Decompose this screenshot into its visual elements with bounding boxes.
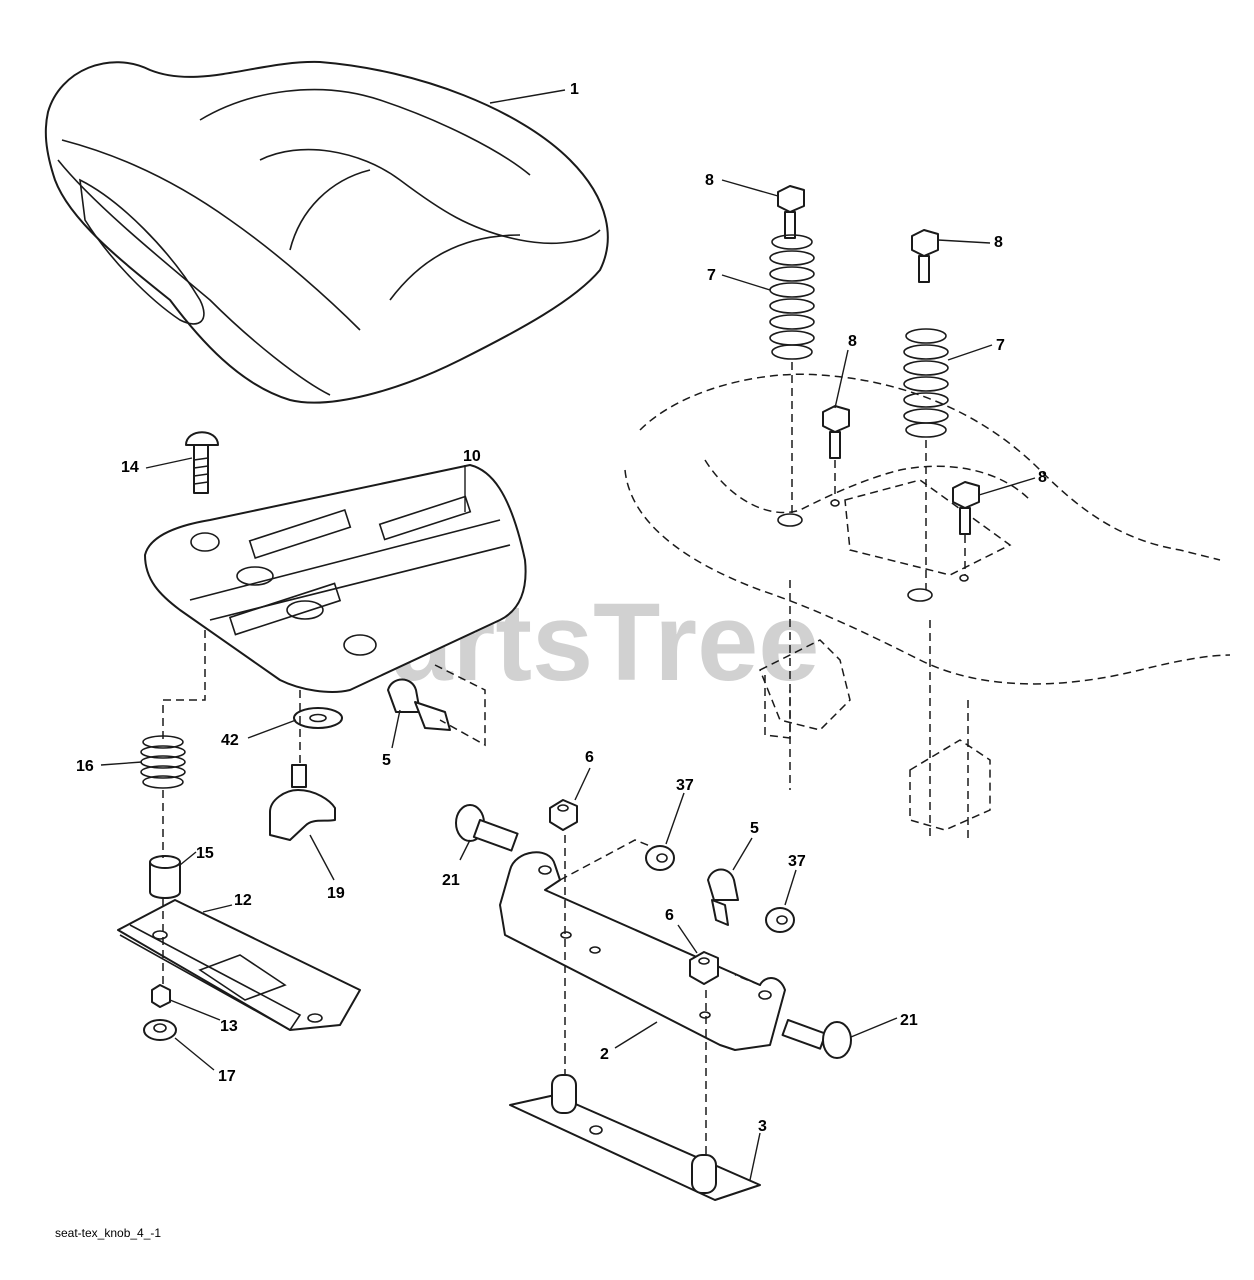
callout-16: 16: [76, 758, 94, 775]
callout-5b: 5: [750, 820, 759, 837]
callout-8b: 8: [994, 234, 1003, 251]
spring-7a-part: [769, 234, 815, 360]
callout-37b: 37: [788, 853, 806, 870]
leader-lines: [100, 89, 1036, 1181]
callout-1: 1: [570, 81, 579, 98]
callout-14: 14: [121, 459, 139, 476]
plate-3-part: [509, 1074, 761, 1201]
callout-12: 12: [234, 892, 252, 909]
nut-37b-part: [765, 907, 795, 933]
bolt-21b-part: [781, 1019, 852, 1059]
knob-19-part: [269, 764, 336, 841]
nut-37a-part: [645, 845, 675, 871]
callout-labels: 1 8 8 8 8 7 7 14 10 42 5 16 19 15 12 13 …: [76, 81, 1047, 1135]
callout-3: 3: [758, 1118, 767, 1135]
clip-5a-part: [387, 664, 486, 747]
callout-42: 42: [221, 732, 239, 749]
callout-8a: 8: [705, 172, 714, 189]
bracket-2-part: [499, 839, 786, 1051]
frame-part: [624, 373, 1231, 840]
callout-6b: 6: [665, 907, 674, 924]
spring-16-part: [140, 735, 186, 789]
bolt-8c-part: [822, 405, 850, 459]
seat-part: [44, 60, 609, 404]
nut-13-part: [151, 984, 171, 1008]
callout-10: 10: [463, 448, 481, 465]
callout-6a: 6: [585, 749, 594, 766]
bolt-8d-part: [952, 481, 980, 535]
callout-21b: 21: [900, 1012, 918, 1029]
clip-5b-part: [707, 868, 739, 926]
bolt-21a-part: [455, 804, 519, 852]
callout-15: 15: [196, 845, 214, 862]
callout-8c: 8: [848, 333, 857, 350]
plate-12-part: [117, 899, 361, 1032]
bolt-8b-part: [911, 229, 939, 283]
callout-17: 17: [218, 1068, 236, 1085]
diagram-caption: seat-tex_knob_4_-1: [55, 1226, 161, 1240]
callout-19: 19: [327, 885, 345, 902]
bushing-15-part: [149, 855, 181, 899]
callout-2: 2: [600, 1046, 609, 1063]
callout-13: 13: [220, 1018, 238, 1035]
nut-6a-part: [549, 799, 578, 831]
seat-pan-part: [144, 464, 527, 693]
callout-5a: 5: [382, 752, 391, 769]
bolt-8a-part: [777, 185, 805, 239]
bolt-14-part: [185, 431, 219, 494]
spring-7b-part: [903, 328, 949, 438]
washer-42-part: [293, 707, 343, 729]
callout-7a: 7: [707, 267, 716, 284]
nut-17-part: [143, 1019, 177, 1041]
nut-6b-part: [689, 951, 719, 985]
callout-21a: 21: [442, 872, 460, 889]
callout-8d: 8: [1038, 469, 1047, 486]
callout-37a: 37: [676, 777, 694, 794]
callout-7b: 7: [996, 337, 1005, 354]
